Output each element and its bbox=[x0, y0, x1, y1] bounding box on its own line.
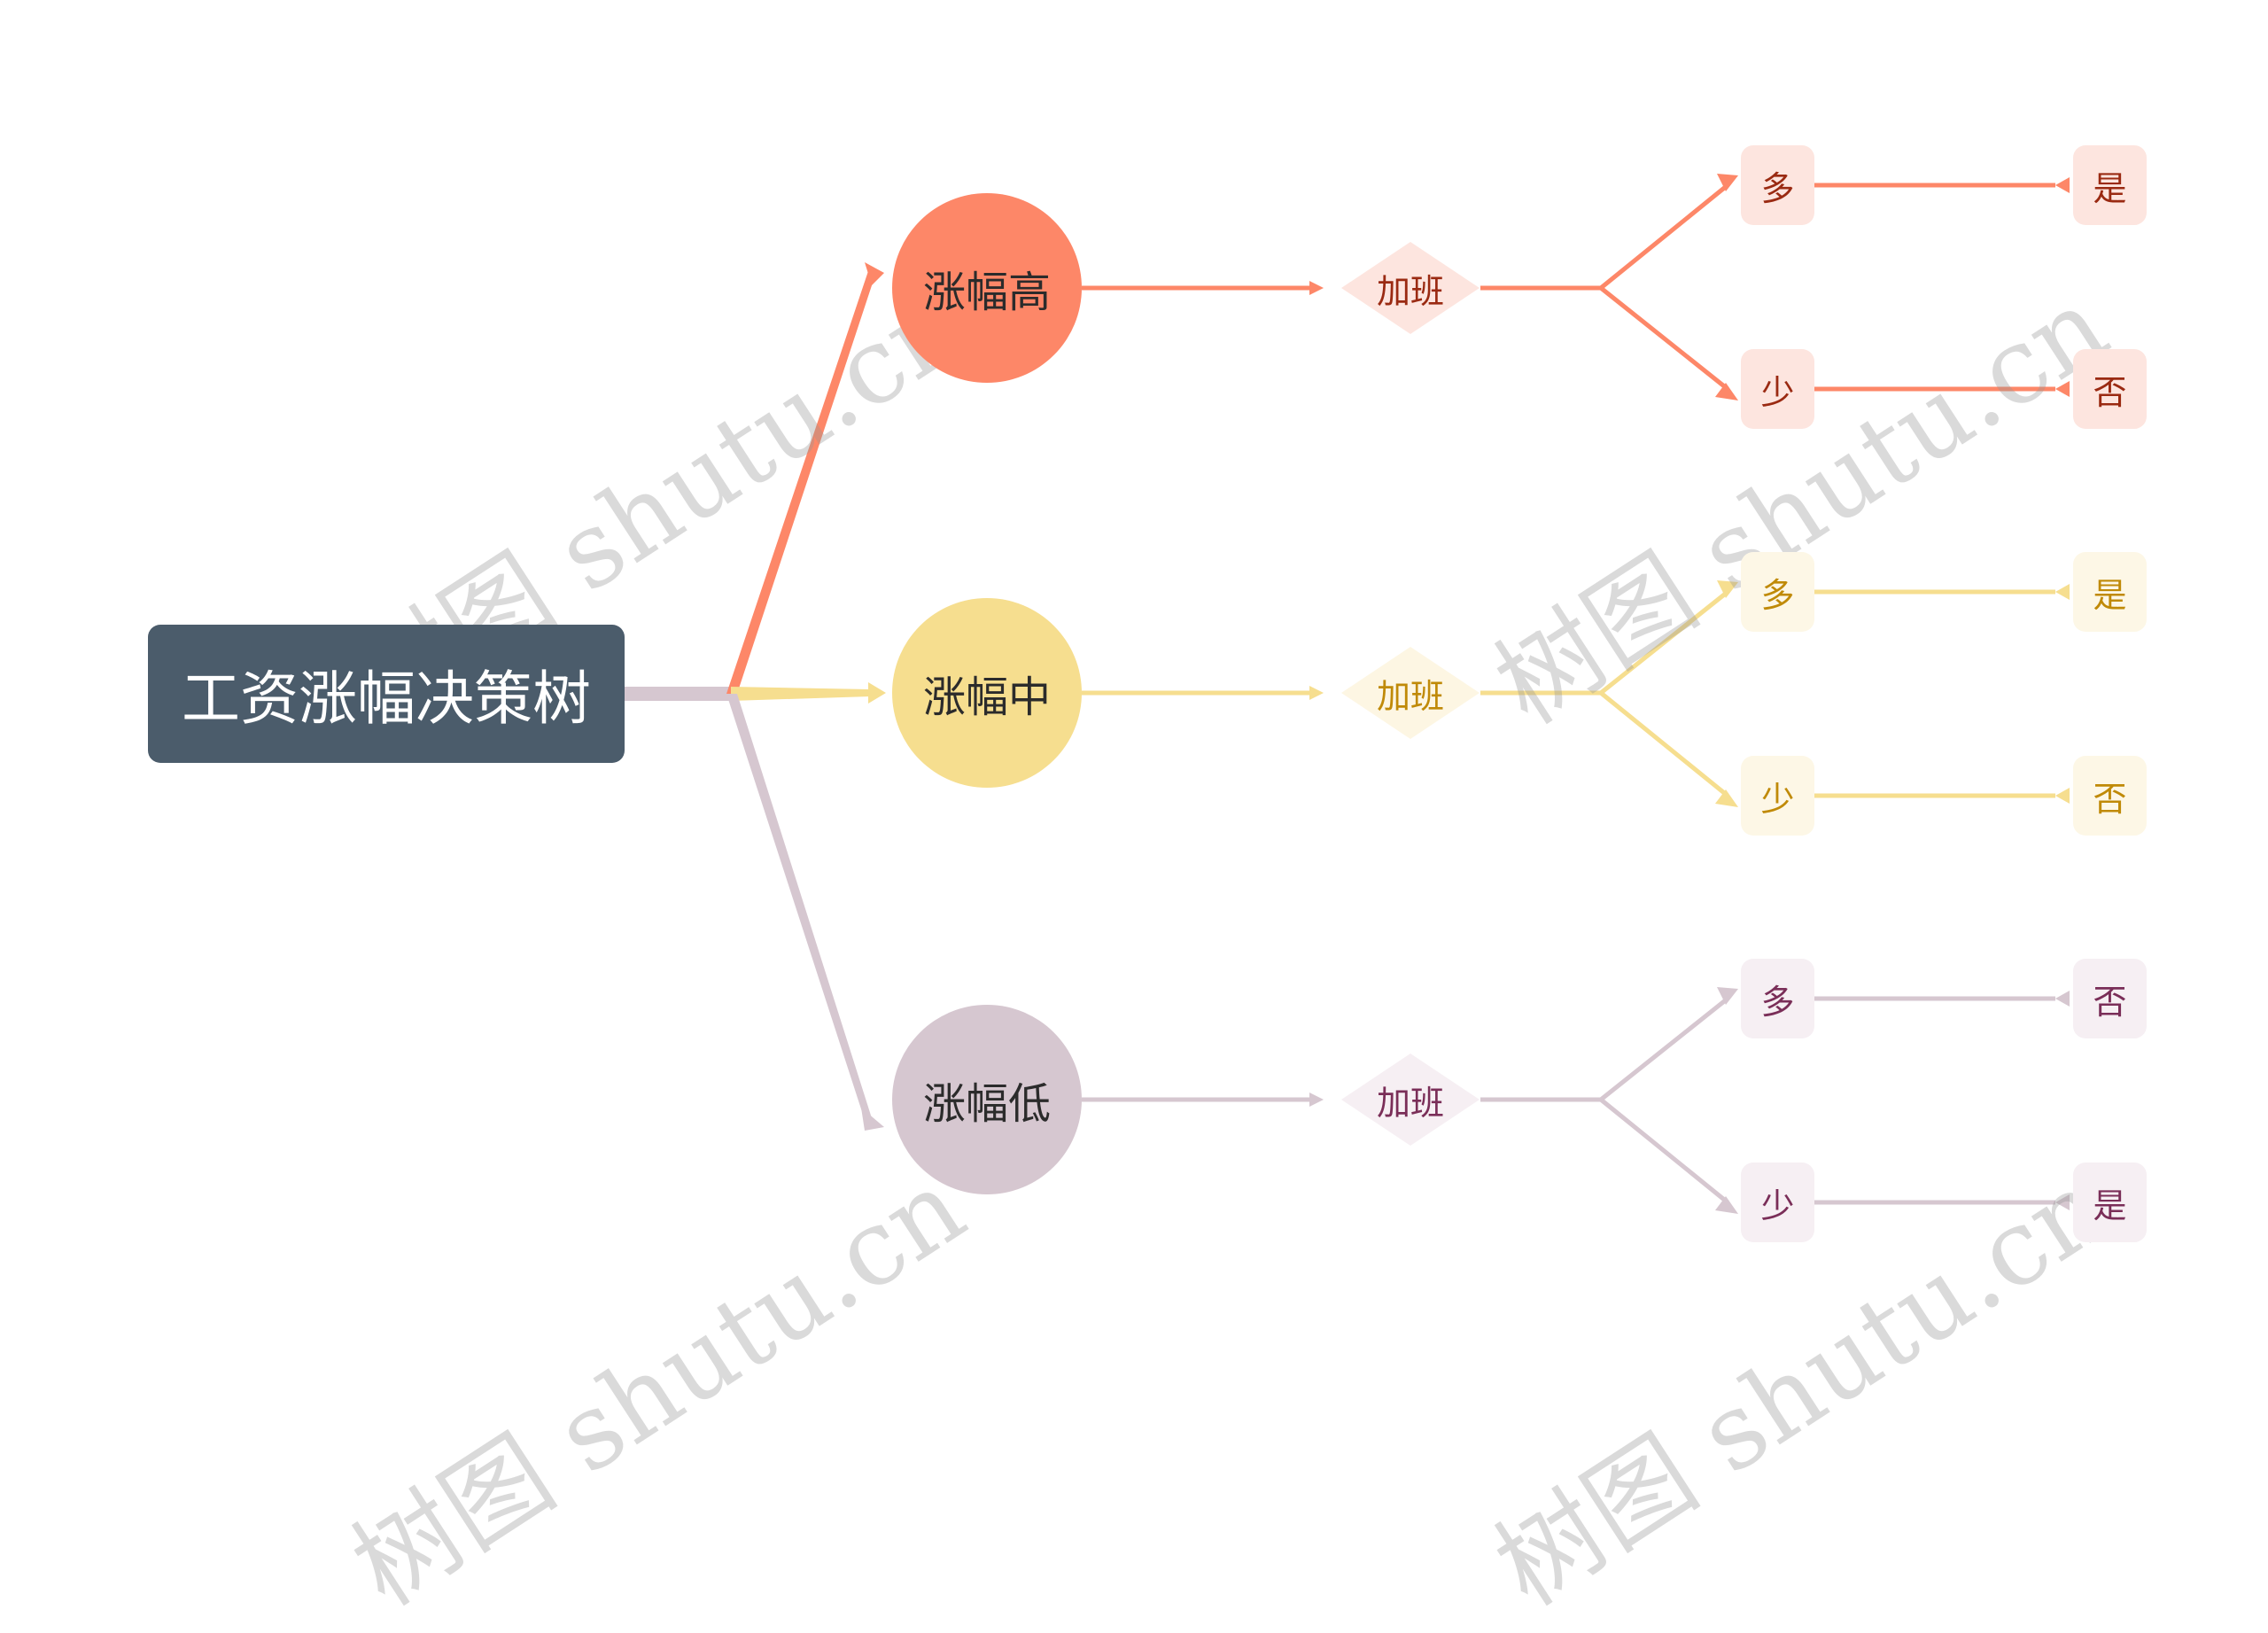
result-node[interactable]: 是 bbox=[2073, 552, 2147, 632]
result-node[interactable]: 是 bbox=[2073, 1163, 2147, 1242]
option-node-less[interactable]: 少 bbox=[1741, 1163, 1814, 1242]
decision-node-overtime[interactable]: 加班 bbox=[1341, 647, 1480, 739]
option-label: 多 bbox=[1760, 168, 1795, 208]
decision-label: 加班 bbox=[1376, 271, 1444, 311]
result-label: 是 bbox=[2093, 168, 2127, 208]
branch-node-medium[interactable]: 涨幅中 bbox=[892, 598, 1082, 788]
option-node-less[interactable]: 少 bbox=[1741, 349, 1814, 429]
result-label: 否 bbox=[2093, 372, 2127, 412]
option-node-more[interactable]: 多 bbox=[1741, 552, 1814, 632]
result-node[interactable]: 是 bbox=[2073, 145, 2147, 225]
result-label: 否 bbox=[2093, 779, 2127, 819]
option-node-more[interactable]: 多 bbox=[1741, 959, 1814, 1038]
decision-node-overtime[interactable]: 加班 bbox=[1341, 242, 1480, 334]
result-label: 是 bbox=[2093, 1186, 2127, 1225]
decision-node-overtime[interactable]: 加班 bbox=[1341, 1054, 1480, 1146]
option-label: 少 bbox=[1760, 779, 1795, 819]
branch-label: 涨幅中 bbox=[922, 673, 1051, 722]
option-node-more[interactable]: 多 bbox=[1741, 145, 1814, 225]
option-label: 多 bbox=[1760, 982, 1795, 1022]
result-label: 否 bbox=[2093, 982, 2127, 1022]
decision-label: 加班 bbox=[1376, 676, 1444, 716]
result-label: 是 bbox=[2093, 575, 2127, 615]
branch-node-high[interactable]: 涨幅高 bbox=[892, 193, 1082, 383]
option-node-less[interactable]: 少 bbox=[1741, 756, 1814, 836]
result-node[interactable]: 否 bbox=[2073, 756, 2147, 836]
branch-node-low[interactable]: 涨幅低 bbox=[892, 1005, 1082, 1194]
decision-label: 加班 bbox=[1376, 1083, 1444, 1123]
branch-label: 涨幅低 bbox=[922, 1079, 1051, 1129]
result-node[interactable]: 否 bbox=[2073, 349, 2147, 429]
option-label: 少 bbox=[1760, 372, 1795, 412]
result-node[interactable]: 否 bbox=[2073, 959, 2147, 1038]
root-label: 工资涨幅决策树 bbox=[182, 665, 591, 733]
connector-lines bbox=[625, 174, 2070, 1214]
root-node[interactable]: 工资涨幅决策树 bbox=[148, 625, 625, 763]
option-label: 多 bbox=[1760, 575, 1795, 615]
branch-label: 涨幅高 bbox=[922, 268, 1051, 317]
option-label: 少 bbox=[1760, 1186, 1795, 1225]
